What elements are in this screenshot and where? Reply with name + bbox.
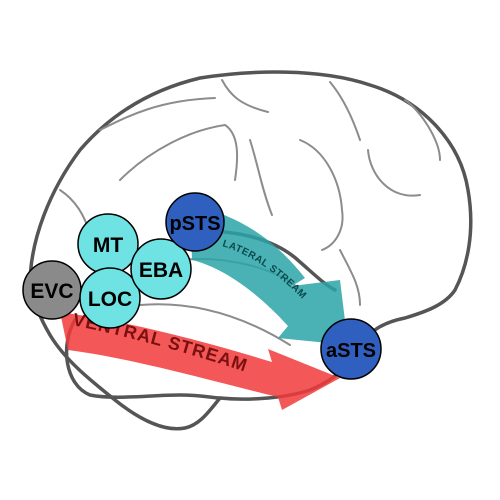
- region-node-loc: LOC: [79, 267, 141, 329]
- region-node-asts: aSTS: [320, 318, 382, 380]
- region-label-psts: pSTS: [169, 213, 220, 235]
- region-nodes: EVC MT LOC EBA pSTS aSTS: [22, 192, 382, 380]
- region-label-eba: EBA: [139, 259, 183, 282]
- brain-cortex-outline: [28, 70, 473, 431]
- sulcus-8: [404, 99, 441, 161]
- region-label-evc: EVC: [30, 280, 73, 303]
- sulcus-2: [119, 123, 239, 181]
- region-label-asts: aSTS: [326, 340, 376, 362]
- ventral-stream-shape: [60, 312, 340, 410]
- sulcus-10: [139, 303, 291, 346]
- sulcus-4: [249, 139, 273, 216]
- sulcus-6: [329, 81, 361, 141]
- sulcus-3: [221, 79, 269, 113]
- region-node-evc: EVC: [22, 260, 82, 320]
- region-node-mt: MT: [77, 213, 139, 275]
- lateral-stream-arrow: LATERAL STREAM: [190, 205, 348, 345]
- lateral-stream-shape: [190, 205, 348, 345]
- temporal-lobe-outline: [64, 318, 222, 400]
- sulcus-1: [99, 97, 216, 131]
- region-node-eba: EBA: [130, 238, 192, 300]
- sulcus-12: [339, 249, 361, 306]
- sulcus-7: [367, 149, 421, 197]
- region-node-psts: pSTS: [165, 192, 225, 252]
- sulcus-5: [299, 139, 344, 251]
- region-label-mt: MT: [93, 234, 123, 257]
- region-label-loc: LOC: [88, 288, 132, 311]
